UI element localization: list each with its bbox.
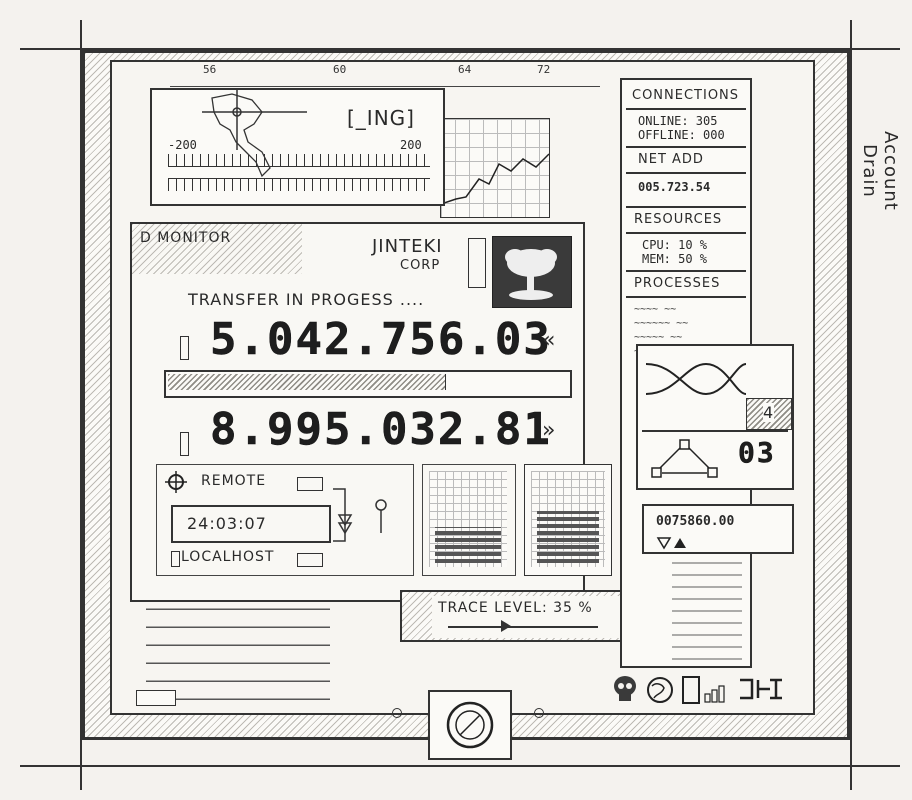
scale-track-top[interactable] — [168, 154, 430, 167]
sort-arrows-icon[interactable] — [656, 536, 690, 550]
node-panel: 4 03 — [636, 344, 794, 490]
balance-value: 0075860.00 — [656, 514, 735, 529]
timer-value: 24:03:07 — [187, 514, 267, 533]
remote-toggle[interactable] — [297, 477, 323, 491]
globe-icon[interactable] — [646, 676, 674, 704]
range-min: -200 — [168, 138, 197, 152]
connections-title: CONNECTIONS — [632, 88, 740, 103]
transfer-progress-track — [164, 370, 572, 398]
localhost-label: LOCALHOST — [181, 549, 275, 565]
corp-name: JINTEKI — [372, 236, 443, 257]
balance-box: 0075860.00 — [642, 504, 794, 554]
map-label: [_ING] — [347, 106, 415, 130]
divider — [626, 270, 746, 272]
online-count: ONLINE: 305 — [638, 114, 718, 128]
side-label: Account Drain — [859, 131, 901, 211]
helix-icon — [646, 362, 746, 396]
process-row: ~~~~ ~~ — [634, 304, 677, 315]
circuit-icon[interactable] — [736, 674, 786, 704]
corp-subtitle: CORP — [400, 258, 441, 273]
signal-bars-icon[interactable] — [704, 676, 730, 704]
top-ruler: 56 60 64 72 — [170, 62, 600, 87]
divider — [626, 146, 746, 148]
scale-track-bottom[interactable] — [168, 178, 430, 191]
crosshair-icon — [165, 471, 187, 493]
net-add-title: NET ADD — [638, 152, 704, 167]
trace-track — [448, 626, 598, 628]
outer-frame-left-line — [80, 20, 82, 790]
bezel-screw — [534, 708, 544, 718]
monitor-panel: D MONITOR JINTEKI CORP TRANSFER IN PROGE… — [130, 222, 585, 602]
key-icon — [375, 499, 387, 533]
meter-bars-1 — [435, 527, 501, 563]
transfer-progress-fill — [168, 374, 446, 390]
remote-section: REMOTE 24:03:07 LOCALHOST — [156, 464, 414, 576]
lower-left-button[interactable] — [136, 690, 176, 706]
target-arrow-icon[interactable]: » — [542, 418, 557, 443]
remote-label: REMOTE — [201, 473, 267, 489]
processes-title: PROCESSES — [634, 276, 721, 291]
divider — [626, 232, 746, 234]
timer-box: 24:03:07 — [171, 505, 331, 543]
icon-tray — [612, 674, 792, 708]
divider — [626, 296, 746, 298]
process-row: ~~~~~~ ~~ — [634, 318, 689, 329]
knob-icon[interactable] — [440, 698, 500, 752]
target-left-bracket — [180, 432, 189, 456]
node-badge-value: 4 — [763, 403, 775, 422]
outer-frame-bottom-line — [20, 765, 900, 767]
meter-box-1 — [422, 464, 516, 576]
ruler-tick: 64 — [458, 63, 472, 76]
source-left-bracket — [180, 336, 189, 360]
map-panel: [_ING] -200 200 — [150, 88, 445, 206]
process-row: ~~~~~ ~~ — [634, 332, 683, 343]
divider — [642, 430, 788, 432]
resources-title: RESOURCES — [634, 212, 723, 227]
chart-line — [441, 153, 549, 205]
corp-divider — [468, 238, 486, 288]
net-add-value: 005.723.54 — [638, 180, 711, 194]
bottom-knob-housing — [428, 690, 512, 760]
source-amount: 5.042.756.03 — [210, 314, 552, 366]
monitor-header-hatch — [132, 224, 302, 274]
divider — [626, 172, 746, 174]
background-chart — [440, 118, 550, 218]
route-arrows-icon — [333, 488, 353, 542]
source-arrow-icon[interactable]: « — [542, 328, 557, 353]
tree-logo-icon — [505, 249, 557, 300]
divider — [626, 206, 746, 208]
world-map-icon — [202, 90, 307, 178]
mem-usage: MEM: 50 % — [642, 252, 708, 266]
offline-count: OFFLINE: 000 — [638, 128, 725, 142]
ruler-tick: 60 — [333, 63, 347, 76]
bezel-screw — [392, 708, 402, 718]
localhost-bracket — [171, 551, 180, 567]
ruler-tick: 72 — [537, 63, 551, 76]
target-amount: 8.995.032.81 — [210, 404, 552, 456]
outer-frame-right-line — [850, 20, 852, 790]
card-icon[interactable] — [682, 676, 700, 704]
outer-frame-top-line — [20, 48, 900, 50]
sidebar-scribble-log — [672, 550, 742, 660]
divider — [626, 108, 746, 110]
node-count: 03 — [738, 436, 776, 470]
transfer-label: TRANSFER IN PROGESS .... — [188, 290, 425, 309]
cpu-usage: CPU: 10 % — [642, 238, 708, 252]
ruler-tick: 56 — [203, 63, 217, 76]
node-badge: 4 — [746, 398, 792, 430]
lower-left-slats — [146, 600, 330, 700]
range-max: 200 — [400, 138, 422, 152]
monitor-title: D MONITOR — [140, 230, 232, 246]
trace-label: TRACE LEVEL: 35 % — [438, 600, 593, 616]
corp-logo — [492, 236, 572, 308]
localhost-toggle[interactable] — [297, 553, 323, 567]
trace-marker-icon[interactable] — [501, 620, 511, 632]
meter-box-2 — [524, 464, 612, 576]
meter-bars-2 — [537, 511, 599, 563]
skull-icon[interactable] — [612, 674, 638, 704]
network-nodes-icon — [651, 439, 718, 478]
